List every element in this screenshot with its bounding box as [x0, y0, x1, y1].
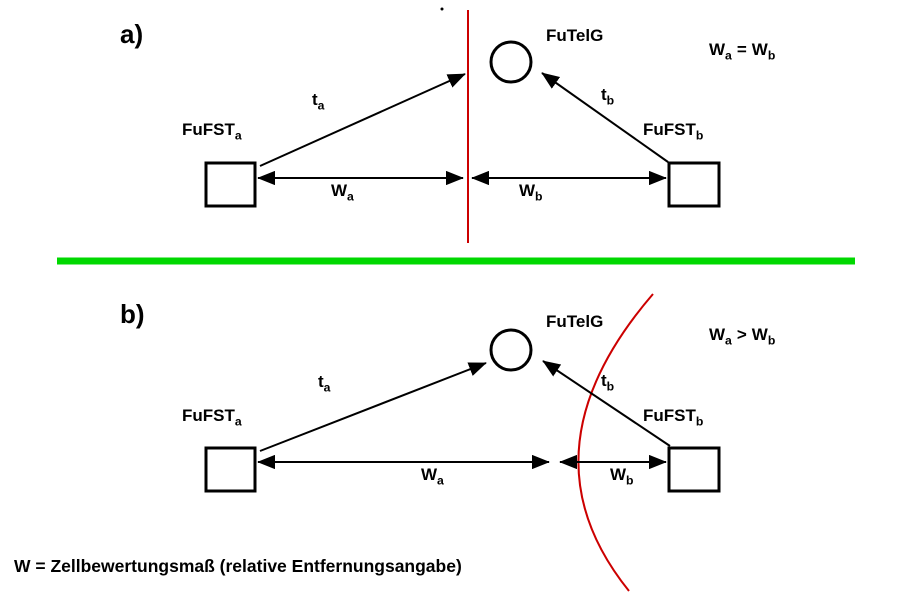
t-b-label-a-main: t [601, 85, 607, 104]
futelg-circle-a [489, 40, 533, 84]
futelg-label-a: FuTelG [546, 26, 604, 45]
fufst-a-label-b: FuFSTa [182, 406, 242, 428]
t-b-label-b-main: t [601, 371, 607, 390]
t-a-label-b-main: t [318, 372, 324, 391]
t-a-label-b-sub: a [323, 380, 331, 395]
w-a-label-a: Wa [331, 181, 354, 203]
w-b-label-b-sub: b [626, 473, 634, 488]
t-a-label-a-main: t [312, 90, 318, 109]
fufst-a-label-b-sub: a [234, 414, 242, 429]
w-a-label-b: Wa [421, 465, 444, 487]
relation-a-right: W [751, 40, 768, 59]
w-a-label-a-main: W [331, 181, 348, 200]
t-b-arrow-b [542, 360, 671, 447]
relation-b-op: > [736, 325, 747, 344]
cell-boundary-curve-b [577, 293, 654, 592]
fufst-b-label-a-sub: b [695, 128, 704, 143]
futelg-label-b: FuTelG [546, 312, 604, 331]
t-b-label-b: tb [601, 371, 614, 393]
relation-b-right-sub: b [767, 333, 776, 348]
panel-a-letter: a) [120, 19, 144, 49]
t-a-arrow-b [259, 362, 487, 452]
relation-b-right: W [751, 325, 768, 344]
fufst-a-label-a-main: FuFST [182, 120, 235, 139]
fufst-b-square-b [667, 446, 721, 493]
w-a-label-b-main: W [421, 465, 438, 484]
stray-dot [440, 7, 444, 11]
fufst-b-label-b-sub: b [695, 414, 704, 429]
w-b-label-a-main: W [519, 181, 536, 200]
legend-text: W = Zellbewertungsmaß (relative Entfernu… [14, 556, 462, 576]
fufst-a-label-a: FuFSTa [182, 120, 242, 142]
t-a-arrow-a [259, 73, 466, 167]
futelg-circle-b [489, 328, 533, 372]
relation-a-right-sub: b [767, 48, 776, 63]
t-b-label-b-sub: b [606, 379, 615, 394]
relation-a-left-sub: a [725, 48, 732, 63]
fufst-a-square-a [204, 161, 257, 208]
fufst-b-label-b-main: FuFST [643, 406, 696, 425]
t-a-label-b: ta [318, 372, 330, 394]
w-a-label-b-sub: a [437, 473, 444, 488]
t-a-label-a-sub: a [317, 98, 325, 113]
t-a-label-a: ta [312, 90, 324, 112]
relation-a-op: = [736, 40, 747, 59]
fufst-b-square-a [667, 161, 721, 208]
relation-b-left: W [709, 325, 726, 344]
w-b-label-b-main: W [610, 465, 627, 484]
fufst-b-label-a-main: FuFST [643, 120, 696, 139]
relation-b: Wa>Wb [709, 325, 775, 347]
t-b-arrow-a [541, 72, 669, 163]
w-b-label-a-sub: b [535, 189, 543, 204]
fufst-b-label-a: FuFSTb [643, 120, 703, 142]
panel-b-letter: b) [120, 299, 145, 329]
relation-a-left: W [709, 40, 726, 59]
relation-a: Wa=Wb [709, 40, 775, 62]
t-b-label-a-sub: b [606, 93, 615, 108]
fufst-b-label-b: FuFSTb [643, 406, 703, 428]
w-b-label-a: Wb [519, 181, 543, 203]
fufst-a-label-b-main: FuFST [182, 406, 235, 425]
fufst-a-square-b [204, 446, 257, 493]
relation-b-left-sub: a [725, 333, 732, 348]
w-b-label-b: Wb [610, 465, 634, 487]
w-a-label-a-sub: a [347, 189, 354, 204]
fufst-a-label-a-sub: a [234, 128, 242, 143]
t-b-label-a: tb [601, 85, 614, 107]
